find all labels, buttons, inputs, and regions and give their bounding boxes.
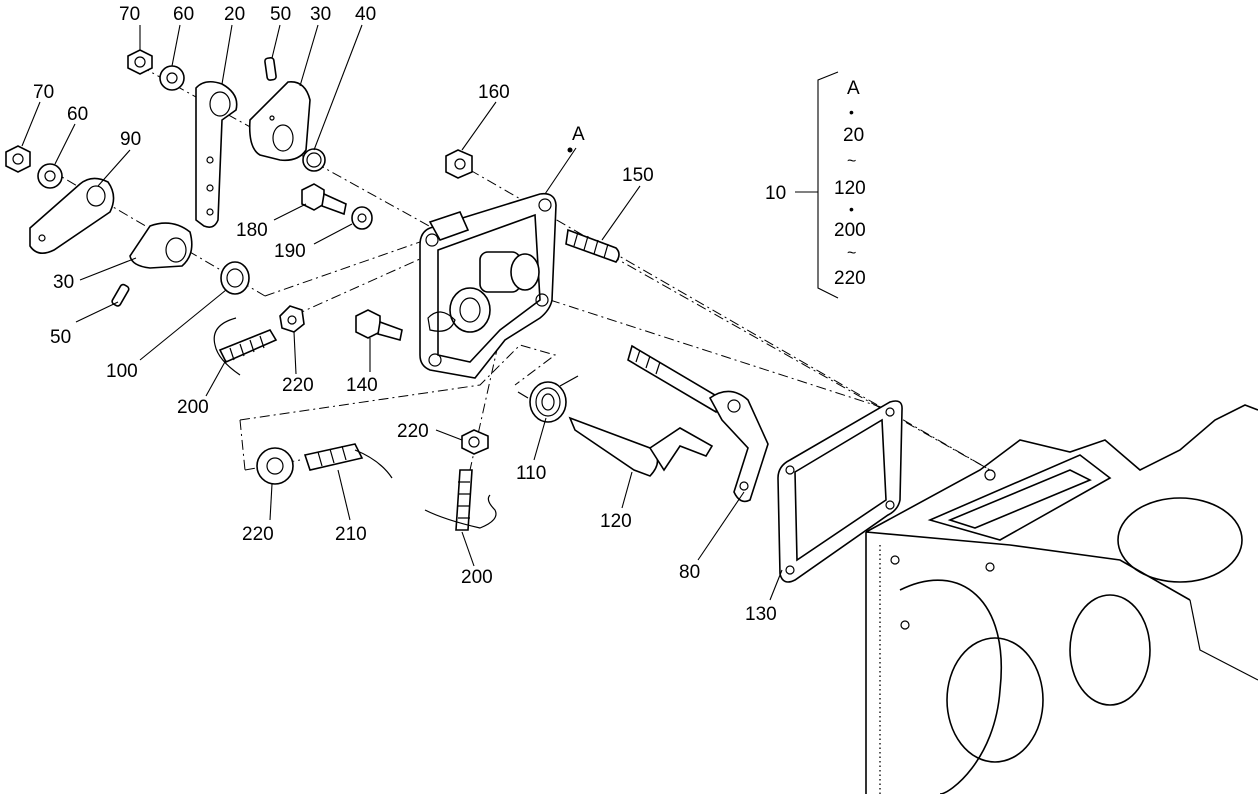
lever-30-left <box>129 222 193 269</box>
leader-lines <box>21 24 818 601</box>
label-80: 80 <box>679 562 700 583</box>
nut-220-lower <box>461 429 489 455</box>
part-labels: 70 60 20 50 30 40 70 60 90 160 A 150 180… <box>33 4 777 625</box>
label-70-top: 70 <box>119 4 140 25</box>
engine-block-housing <box>865 404 1258 794</box>
legend: 10 A • 20 ~ 120 • 200 ~ 220 <box>765 78 866 289</box>
stud-150 <box>565 228 620 263</box>
shaft-lever-80 <box>627 344 769 503</box>
label-50-left: 50 <box>50 327 71 348</box>
legend-item-220: 220 <box>834 268 866 289</box>
label-200-upper: 200 <box>177 397 209 418</box>
legend-bullet-2: • <box>849 201 854 217</box>
shaft-120 <box>568 416 714 477</box>
label-180: 180 <box>236 220 268 241</box>
screw-200-lower <box>424 469 497 531</box>
screw-200-upper <box>213 317 278 376</box>
bolt-140 <box>355 309 403 341</box>
label-220-lower: 220 <box>242 524 274 545</box>
label-150: 150 <box>622 165 654 186</box>
lever-90 <box>29 177 115 254</box>
label-30-top: 30 <box>310 4 331 25</box>
point-a-marker <box>567 147 573 153</box>
pin-50-top <box>264 56 277 81</box>
label-40: 40 <box>355 4 376 25</box>
legend-item-20: 20 <box>843 125 864 146</box>
label-90: 90 <box>120 129 141 150</box>
washer-60-top <box>159 65 185 91</box>
cover-plate <box>419 192 557 379</box>
legend-item-a: A <box>847 78 860 99</box>
spring-110 <box>517 375 579 423</box>
gasket-130 <box>777 400 903 583</box>
label-140: 140 <box>346 375 378 396</box>
washer-60-left <box>37 163 63 189</box>
nut-220-upper <box>279 305 305 333</box>
label-30-left: 30 <box>53 272 74 293</box>
legend-bullet-1: • <box>849 104 854 120</box>
lever-30-top <box>248 81 311 162</box>
pin-50-left <box>111 283 130 307</box>
legend-item-120: 120 <box>834 178 866 199</box>
nut-70-top <box>127 49 153 75</box>
label-70-left: 70 <box>33 82 54 103</box>
label-210: 210 <box>335 524 367 545</box>
washer-190 <box>351 206 373 230</box>
ring-40 <box>302 148 326 172</box>
legend-group-label: 10 <box>765 183 786 204</box>
label-200-lower: 200 <box>461 567 493 588</box>
label-220-mid: 220 <box>397 421 429 442</box>
label-130: 130 <box>745 604 777 625</box>
nut-160 <box>445 149 473 179</box>
label-20: 20 <box>224 4 245 25</box>
nut-220-lower-left <box>256 447 294 485</box>
seal-100 <box>220 261 250 295</box>
label-50-top: 50 <box>270 4 291 25</box>
legend-item-200: 200 <box>834 220 866 241</box>
nut-70-left <box>5 145 31 173</box>
label-a: A <box>572 124 585 145</box>
label-100: 100 <box>106 361 138 382</box>
lever-20 <box>195 80 238 228</box>
label-160: 160 <box>478 82 510 103</box>
bolt-180 <box>301 183 347 216</box>
label-220-upper: 220 <box>282 375 314 396</box>
label-190: 190 <box>274 241 306 262</box>
screw-210 <box>303 443 393 479</box>
legend-tilde-2: ~ <box>847 245 856 262</box>
label-110: 110 <box>516 463 546 484</box>
legend-bracket <box>817 71 839 299</box>
legend-tilde-1: ~ <box>847 153 856 170</box>
label-60-top: 60 <box>173 4 194 25</box>
label-120: 120 <box>600 511 632 532</box>
label-60-left: 60 <box>67 104 88 125</box>
